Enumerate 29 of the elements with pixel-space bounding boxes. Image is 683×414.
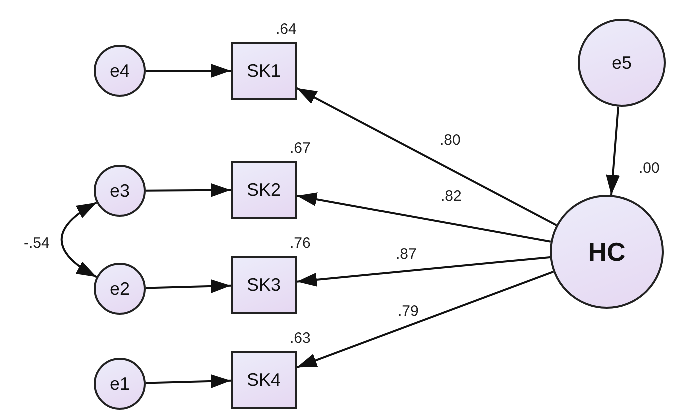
variable-circle — [94, 358, 146, 410]
arrow — [296, 192, 552, 243]
variance-value: .64 — [276, 21, 297, 38]
variance-value: .63 — [290, 330, 311, 347]
variable-circle — [94, 45, 146, 97]
variable-circle — [94, 165, 146, 217]
variable-name: SK1 — [246, 60, 282, 82]
variable-name: e4 — [110, 60, 130, 82]
variable-name: SK4 — [246, 370, 282, 390]
arrow — [146, 374, 232, 388]
arrow — [146, 279, 232, 294]
arrow — [146, 183, 231, 198]
variable-name: e1 — [110, 374, 130, 394]
variance-value: .67 — [290, 140, 311, 157]
variance-value: .76 — [290, 235, 311, 252]
variable-circle — [94, 263, 146, 315]
arrow — [296, 88, 558, 226]
variable-name: SK3 — [246, 274, 282, 296]
variable-name: e5 — [612, 52, 632, 74]
arrow — [296, 256, 550, 287]
variable-name: e3 — [110, 180, 130, 202]
covariance-arrow — [60, 202, 98, 278]
variable-name: e2 — [110, 278, 130, 300]
arrow — [606, 106, 620, 196]
arrow — [146, 64, 231, 78]
variable-name: HC — [588, 236, 626, 268]
variance-value: .00 — [639, 160, 660, 177]
variable-name: SK2 — [246, 180, 282, 200]
arrow — [296, 271, 554, 369]
